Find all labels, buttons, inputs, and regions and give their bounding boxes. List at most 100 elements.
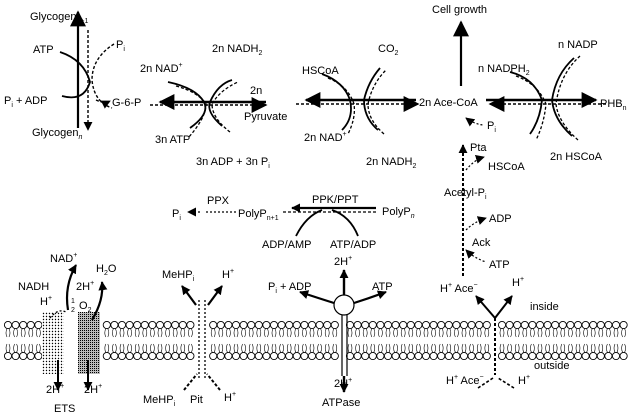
lipid-head	[535, 351, 545, 361]
lipid-tail	[621, 328, 626, 338]
lipid-tail	[537, 343, 543, 353]
lipid-tail	[606, 343, 611, 353]
lipid-tail	[104, 328, 110, 338]
lipid-head	[573, 320, 583, 330]
lipid-tail	[134, 343, 140, 353]
lipid-head	[231, 351, 241, 361]
lipid-tail	[385, 328, 391, 338]
lipid-head	[414, 320, 423, 330]
lipid-head	[3, 320, 13, 330]
label-h-ets: H+	[40, 295, 52, 308]
lipid-tail	[218, 328, 224, 338]
lipid-tail	[264, 343, 269, 353]
lipid-tail	[583, 328, 588, 338]
lipid-tail	[545, 328, 550, 338]
pdh-reaction	[296, 67, 420, 135]
lipid-head	[254, 320, 263, 330]
label-atp-ack: ATP	[489, 259, 510, 271]
lipid-tail	[317, 328, 322, 338]
lipid-head	[414, 351, 423, 361]
lipid-tail	[13, 328, 18, 338]
lipid-tail	[408, 328, 414, 338]
lipid-tail	[20, 343, 26, 353]
lipid-tail	[378, 343, 383, 353]
acetate-transport	[458, 144, 515, 389]
lipid-head	[323, 351, 332, 361]
lipid-head	[459, 320, 469, 330]
lipid-tail	[36, 343, 41, 353]
lipid-tail	[324, 343, 330, 353]
lipid-head	[155, 320, 165, 330]
lipid-tail	[294, 343, 300, 353]
lipid-tail	[499, 343, 505, 353]
lipid-tail	[157, 343, 163, 353]
label-polyp-n1: PolyPn+1	[238, 208, 279, 222]
lipid-tail	[142, 343, 148, 353]
lipid-head	[292, 351, 301, 361]
label-inside: inside	[530, 301, 559, 313]
lipid-head	[178, 351, 187, 361]
label-nadp: n NADP	[558, 39, 598, 51]
lipid-head	[543, 320, 552, 330]
lipid-head	[19, 320, 28, 330]
lipid-tail	[347, 328, 353, 338]
lipid-head	[125, 351, 134, 361]
lipid-tail	[469, 328, 474, 338]
lipid-head	[110, 320, 119, 330]
lipid-head	[368, 351, 377, 361]
lipid-head	[528, 351, 537, 361]
lipid-tail	[112, 328, 117, 338]
label-2h-ets: 2H+	[76, 280, 94, 293]
lipid-head	[209, 351, 218, 361]
lipid-head	[543, 351, 552, 361]
lipid-tail	[157, 328, 163, 338]
lipid-head	[467, 351, 476, 361]
label-3n-adp: 3n ADP + 3n Pi	[196, 156, 270, 170]
lipid-head	[520, 320, 529, 330]
label-acecoa: 2n Ace-CoA	[419, 97, 478, 109]
lipid-head	[19, 351, 28, 361]
lipid-head	[497, 320, 507, 330]
lipid-tail	[210, 328, 216, 338]
lipid-head	[361, 351, 370, 361]
label-mehpi-in: MeHPi	[162, 269, 195, 283]
lipid-head	[437, 351, 446, 361]
lipid-tail	[378, 328, 383, 338]
lipid-head	[171, 351, 180, 361]
lipid-tail	[142, 328, 148, 338]
label-cell-growth: Cell growth	[432, 4, 487, 16]
label-glycogen-n: Glycogenn	[32, 127, 82, 141]
lipid-head	[573, 351, 583, 361]
lipid-head	[391, 320, 400, 330]
lipid-head	[596, 351, 605, 361]
lipid-head	[368, 320, 377, 330]
ets-arrows	[49, 264, 108, 391]
lipid-tail	[188, 328, 193, 338]
lipid-tail	[514, 343, 520, 353]
lipid-tail	[317, 343, 322, 353]
lipid-head	[361, 320, 370, 330]
label-hscoa-pta: HSCoA	[488, 161, 525, 173]
lipid-tail	[560, 343, 566, 353]
lipid-head	[558, 320, 567, 330]
lipid-head	[505, 351, 514, 361]
lipid-head	[399, 320, 408, 330]
label-3n-atp: 3n ATP	[155, 134, 190, 146]
lipid-tail	[431, 343, 436, 353]
lipid-head	[482, 320, 491, 330]
lipid-head	[269, 320, 279, 330]
lipid-tail	[461, 343, 467, 353]
lipid-head	[589, 320, 598, 330]
lipid-head	[247, 320, 256, 330]
lipid-tail	[423, 328, 429, 338]
lipid-tail	[347, 343, 353, 353]
label-pyruvate: Pyruvate	[244, 111, 287, 123]
lipid-head	[421, 320, 431, 330]
label-ack: Ack	[472, 237, 491, 249]
polyphosphate-reaction	[187, 203, 376, 237]
lipid-tail	[286, 343, 292, 353]
lipid-tail	[621, 343, 626, 353]
lipid-tail	[332, 328, 338, 338]
lipid-tail	[370, 328, 376, 338]
lipid-head	[535, 320, 545, 330]
